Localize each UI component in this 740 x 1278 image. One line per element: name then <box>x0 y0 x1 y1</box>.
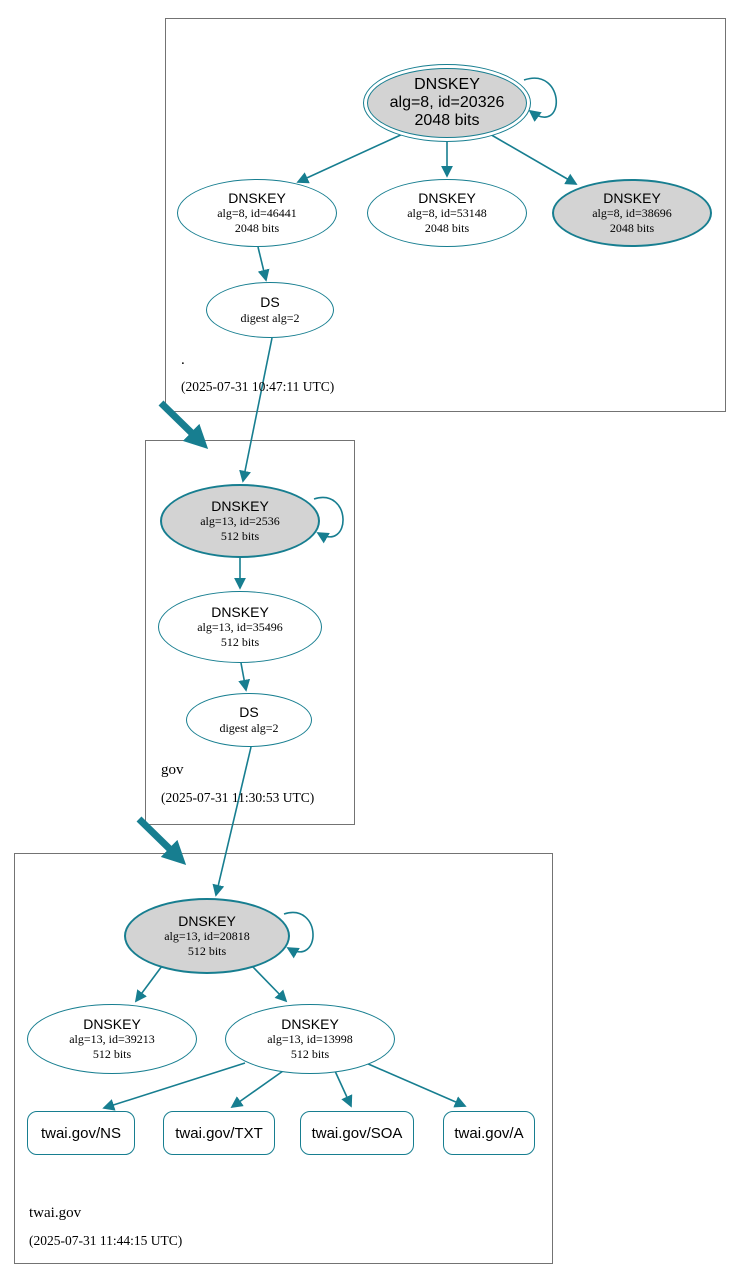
dnskey-alg-id: alg=8, id=20326 <box>389 94 505 111</box>
edge-46441-to-ds-root <box>257 246 270 282</box>
ds-label: DS <box>239 704 259 721</box>
zone-box-gov <box>145 440 355 825</box>
ds-digest: digest alg=2 <box>219 720 279 735</box>
edge-35496-to-ds-gov <box>238 662 251 692</box>
dnskey-label: DNSKEY <box>178 912 236 929</box>
edge-root-zone-to-gov-zone <box>158 400 209 449</box>
ds-label: DS <box>260 294 280 311</box>
dnskey-node-13998: DNSKEY alg=13, id=13998 512 bits <box>225 1004 395 1074</box>
edge-ksk20326-to-46441 <box>296 132 406 184</box>
rrset-twai-gov-txt: twai.gov/TXT <box>163 1111 275 1155</box>
dnskey-alg-id: alg=8, id=38696 <box>592 206 672 221</box>
dnskey-label: DNSKEY <box>211 497 269 514</box>
zone-timestamp-root: (2025-07-31 10:47:11 UTC) <box>181 379 335 394</box>
dnskey-bits: 512 bits <box>92 1047 132 1062</box>
dnskey-alg-id: alg=13, id=2536 <box>200 514 280 529</box>
edge-root-ksk-selfloop <box>523 77 558 122</box>
dnskey-alg-id: alg=13, id=39213 <box>69 1032 155 1047</box>
dnskey-node-38696: DNSKEY alg=8, id=38696 2048 bits <box>552 179 712 247</box>
dnskey-label: DNSKEY <box>603 189 661 206</box>
rrset-twai-gov-a: twai.gov/A <box>443 1111 535 1155</box>
dnskey-bits: 512 bits <box>220 529 260 544</box>
edge-gov-ksk-selfloop <box>313 496 344 544</box>
dnskey-bits: 2048 bits <box>414 112 480 129</box>
dnskey-label: DNSKEY <box>418 189 476 206</box>
edge-13998-to-soa <box>334 1070 353 1108</box>
dnskey-alg-id: alg=8, id=46441 <box>217 206 297 221</box>
rrset-twai-gov-soa: twai.gov/SOA <box>300 1111 414 1155</box>
dnskey-label: DNSKEY <box>414 76 480 93</box>
edge-ds-root-to-gov-ksk <box>239 337 273 483</box>
dnskey-bits: 2048 bits <box>234 221 280 236</box>
dnskey-alg-id: alg=8, id=53148 <box>407 206 487 221</box>
dnskey-alg-id: alg=13, id=20818 <box>164 929 250 944</box>
zone-name-gov: gov <box>161 762 184 778</box>
rrset-twai-gov-ns: twai.gov/NS <box>27 1111 135 1155</box>
ds-digest: digest alg=2 <box>240 310 300 325</box>
dnskey-label: DNSKEY <box>211 603 269 620</box>
zone-name-root: . <box>181 352 185 368</box>
dnskey-node-20818: DNSKEY alg=13, id=20818 512 bits <box>124 898 290 974</box>
dnskey-bits: 512 bits <box>220 635 260 650</box>
dnskey-bits: 2048 bits <box>609 221 655 236</box>
dnskey-alg-id: alg=13, id=13998 <box>267 1032 353 1047</box>
edge-20818-to-39213 <box>134 965 163 1003</box>
ds-node-root: DS digest alg=2 <box>206 282 334 338</box>
dnskey-node-35496: DNSKEY alg=13, id=35496 512 bits <box>158 591 322 663</box>
dnskey-bits: 2048 bits <box>424 221 470 236</box>
edge-ksk20326-to-38696 <box>487 132 578 185</box>
zone-timestamp-twai-gov: (2025-07-31 11:44:15 UTC) <box>29 1233 183 1248</box>
dnskey-label: DNSKEY <box>83 1015 141 1032</box>
edge-13998-to-txt <box>230 1070 284 1109</box>
dnskey-bits: 512 bits <box>290 1047 330 1062</box>
dnskey-bits: 512 bits <box>187 944 227 959</box>
edge-ds-gov-to-twai-ksk <box>212 746 252 897</box>
dnskey-node-53148: DNSKEY alg=8, id=53148 2048 bits <box>367 179 527 247</box>
dnskey-label: DNSKEY <box>228 189 286 206</box>
zone-name-twai-gov: twai.gov <box>29 1205 82 1221</box>
dnskey-node-20326-trust-anchor: DNSKEY alg=8, id=20326 2048 bits <box>363 64 531 142</box>
edge-20818-to-13998 <box>251 965 288 1003</box>
edge-gov-zone-to-twai-zone <box>136 816 187 865</box>
ds-node-gov: DS digest alg=2 <box>186 693 312 747</box>
edge-13998-to-ns <box>102 1062 246 1111</box>
zone-box-twai-gov <box>14 853 553 1264</box>
edge-twai-ksk-selfloop <box>283 911 314 959</box>
zone-box-root <box>165 18 726 412</box>
dnskey-node-20326-inner: DNSKEY alg=8, id=20326 2048 bits <box>367 68 527 138</box>
dnskey-label: DNSKEY <box>281 1015 339 1032</box>
dnskey-node-2536: DNSKEY alg=13, id=2536 512 bits <box>160 484 320 558</box>
dnskey-node-46441: DNSKEY alg=8, id=46441 2048 bits <box>177 179 337 247</box>
dnskey-node-39213: DNSKEY alg=13, id=39213 512 bits <box>27 1004 197 1074</box>
zone-timestamp-gov: (2025-07-31 11:30:53 UTC) <box>161 790 315 805</box>
dnskey-alg-id: alg=13, id=35496 <box>197 620 283 635</box>
edge-13998-to-a <box>365 1062 467 1108</box>
